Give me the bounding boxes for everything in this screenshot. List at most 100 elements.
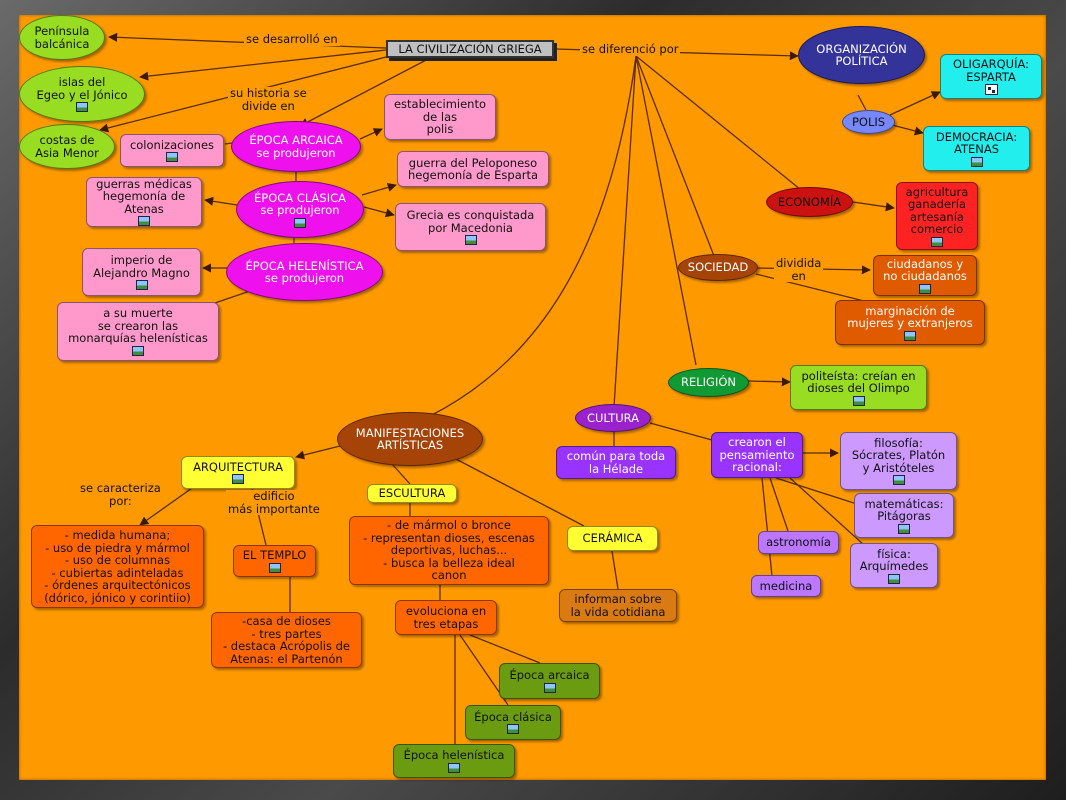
image-icon[interactable] xyxy=(232,474,244,485)
node-label: marginación de mujeres y extranjeros xyxy=(847,303,973,330)
node-label: POLIS xyxy=(851,114,886,129)
link-label-caracteriza: se caracteriza por: xyxy=(78,481,163,508)
node-costas[interactable]: costas de Asia Menor xyxy=(19,124,115,169)
node-templo-desc[interactable]: -casa de dioses - tres partes - destaca … xyxy=(211,612,362,668)
node-sociedad[interactable]: SOCIEDAD xyxy=(678,254,758,281)
node-arq-caracteristicas[interactable]: - medida humana; - uso de piedra y mármo… xyxy=(31,525,204,608)
node-fisica[interactable]: física: Arquímedes xyxy=(850,543,938,588)
node-alejandro[interactable]: imperio de Alejandro Magno xyxy=(82,248,201,296)
node-label: costas de Asia Menor xyxy=(35,133,99,160)
node-guerras-medicas[interactable]: guerras médicas hegemonía de Atenas xyxy=(86,177,202,227)
image-icon[interactable] xyxy=(919,283,931,294)
node-ceramica-desc[interactable]: informan sobre la vida cotidiana xyxy=(559,589,677,622)
diagram-icon[interactable] xyxy=(984,84,998,95)
node-label: RELIGIÓN xyxy=(680,375,736,390)
node-cultura[interactable]: CULTURA xyxy=(575,404,651,432)
node-astronomia[interactable]: astronomía xyxy=(758,531,839,554)
image-icon[interactable] xyxy=(904,330,916,341)
node-epoca-arcaica[interactable]: ÉPOCA ARCAICA se produjeron xyxy=(231,121,361,172)
image-icon[interactable] xyxy=(138,216,150,227)
node-label: ECONOMÍA xyxy=(777,194,842,209)
node-epoca-helenistica-arte[interactable]: Época helenística xyxy=(393,744,515,778)
image-icon[interactable] xyxy=(464,235,477,245)
image-icon[interactable] xyxy=(135,280,148,290)
image-icon[interactable] xyxy=(852,395,865,406)
image-icon[interactable] xyxy=(166,152,178,163)
node-epoca-helenistica[interactable]: ÉPOCA HELENÍSTICA se produjeron xyxy=(226,243,383,301)
node-filosofia[interactable]: filosofía: Sócrates, Platón y Aristótele… xyxy=(840,432,957,490)
image-icon[interactable] xyxy=(76,102,88,112)
node-polis[interactable]: POLIS xyxy=(842,110,895,134)
node-epoca-arcaica-arte[interactable]: Época arcaica xyxy=(499,663,600,699)
image-icon[interactable] xyxy=(543,682,556,693)
node-matematicas[interactable]: matemáticas: Pitágoras xyxy=(854,493,954,538)
node-label: colonizaciones xyxy=(129,137,215,152)
node-escultura-desc[interactable]: - de mármol o bronce - representan diose… xyxy=(349,516,549,585)
node-label: DEMOCRACIA: ATENAS xyxy=(935,129,1018,156)
node-label: SOCIEDAD xyxy=(687,260,749,275)
node-label: Grecia es conquistada por Macedonia xyxy=(406,208,535,235)
node-democracia[interactable]: DEMOCRACIA: ATENAS xyxy=(923,126,1030,171)
node-label: agricultura ganadería artesanía comercio xyxy=(905,184,969,236)
image-icon[interactable] xyxy=(931,236,943,247)
node-label: establecimiento de las polis xyxy=(393,97,487,137)
node-label: medicina xyxy=(759,578,813,593)
node-peninsula[interactable]: Península balcánica xyxy=(19,15,105,60)
node-label: evoluciona en tres etapas xyxy=(405,604,487,631)
node-medicina[interactable]: medicina xyxy=(751,575,821,597)
node-label: matemáticas: Pitágoras xyxy=(864,496,944,523)
link-label-dividida: dividida en xyxy=(774,256,824,283)
image-icon[interactable] xyxy=(132,345,144,356)
node-islas[interactable]: islas del Egeo y el Jónico xyxy=(19,66,145,122)
node-label: - medida humana; - uso de piedra y mármo… xyxy=(44,528,191,605)
node-ceramica[interactable]: CERÁMICA xyxy=(567,526,658,551)
node-label: ÉPOCA HELENÍSTICA se produjeron xyxy=(245,258,364,285)
node-colonizaciones[interactable]: colonizaciones xyxy=(120,134,224,167)
node-label: ciudadanos y no ciudadanos xyxy=(883,256,967,283)
node-marginacion[interactable]: marginación de mujeres y extranjeros xyxy=(835,300,985,345)
node-label: CULTURA xyxy=(586,410,640,425)
node-organizacion-politica[interactable]: ORGANIZACIÓN POLÍTICA xyxy=(798,26,925,84)
node-comun-helade[interactable]: común para toda la Hélade xyxy=(556,446,676,479)
node-label: ESCULTURA xyxy=(378,486,446,501)
image-icon[interactable] xyxy=(448,762,460,773)
node-religion[interactable]: RELIGIÓN xyxy=(668,368,749,397)
image-icon[interactable] xyxy=(892,475,905,486)
node-escultura[interactable]: ESCULTURA xyxy=(367,484,457,503)
node-label: OLIGARQUÍA: ESPARTA xyxy=(952,57,1030,84)
node-ciudadanos[interactable]: ciudadanos y no ciudadanos xyxy=(873,255,977,296)
node-evoluciona[interactable]: evoluciona en tres etapas xyxy=(395,600,497,635)
node-oligarquia[interactable]: OLIGARQUÍA: ESPARTA xyxy=(940,54,1042,99)
node-macedonia[interactable]: Grecia es conquistada por Macedonia xyxy=(395,203,546,251)
node-label: ÉPOCA ARCAICA se produjeron xyxy=(249,133,343,160)
node-economia[interactable]: ECONOMÍA xyxy=(766,187,853,217)
node-label: informan sobre la vida cotidiana xyxy=(570,592,666,619)
node-manifestaciones[interactable]: MANIFESTACIONES ARTÍSTICAS xyxy=(337,412,483,466)
node-label: Época helenística xyxy=(403,748,505,763)
node-peloponeso[interactable]: guerra del Peloponeso hegemonía de Espar… xyxy=(397,151,549,187)
node-establecimiento[interactable]: establecimiento de las polis xyxy=(384,94,496,140)
image-icon[interactable] xyxy=(970,156,983,167)
node-pensamiento-racional[interactable]: crearon el pensamiento racional: xyxy=(711,432,803,478)
node-politeista[interactable]: politeísta: creían en dioses del Olimpo xyxy=(790,365,927,410)
image-icon[interactable] xyxy=(294,217,306,228)
link-label-edificio: edificio más importante xyxy=(226,489,322,516)
node-monarquias[interactable]: a su muerte se crearon las monarquías he… xyxy=(57,302,219,361)
node-label: MANIFESTACIONES ARTÍSTICAS xyxy=(355,425,465,452)
node-epoca-clasica-arte[interactable]: Época clásica xyxy=(465,705,561,740)
node-label: guerra del Peloponeso hegemonía de Espar… xyxy=(407,155,539,182)
node-el-templo[interactable]: EL TEMPLO xyxy=(233,545,316,577)
node-epoca-clasica[interactable]: ÉPOCA CLÁSICA se produjeron xyxy=(236,181,364,238)
link-label-historia: su historia se divide en xyxy=(228,86,309,113)
node-arquitectura[interactable]: ARQUITECTURA xyxy=(181,456,295,489)
node-label: crearon el pensamiento racional: xyxy=(719,435,795,475)
image-icon[interactable] xyxy=(888,573,900,584)
image-icon[interactable] xyxy=(268,562,281,573)
node-agricultura[interactable]: agricultura ganadería artesanía comercio xyxy=(896,182,978,250)
image-icon[interactable] xyxy=(898,523,910,534)
main-concept[interactable]: LA CIVILIZACIÓN GRIEGA xyxy=(386,40,554,58)
link-label-desarrollo: se desarrolló en xyxy=(244,32,340,46)
node-label: islas del Egeo y el Jónico xyxy=(36,75,128,102)
image-icon[interactable] xyxy=(507,724,519,735)
node-label: Península balcánica xyxy=(34,24,90,51)
